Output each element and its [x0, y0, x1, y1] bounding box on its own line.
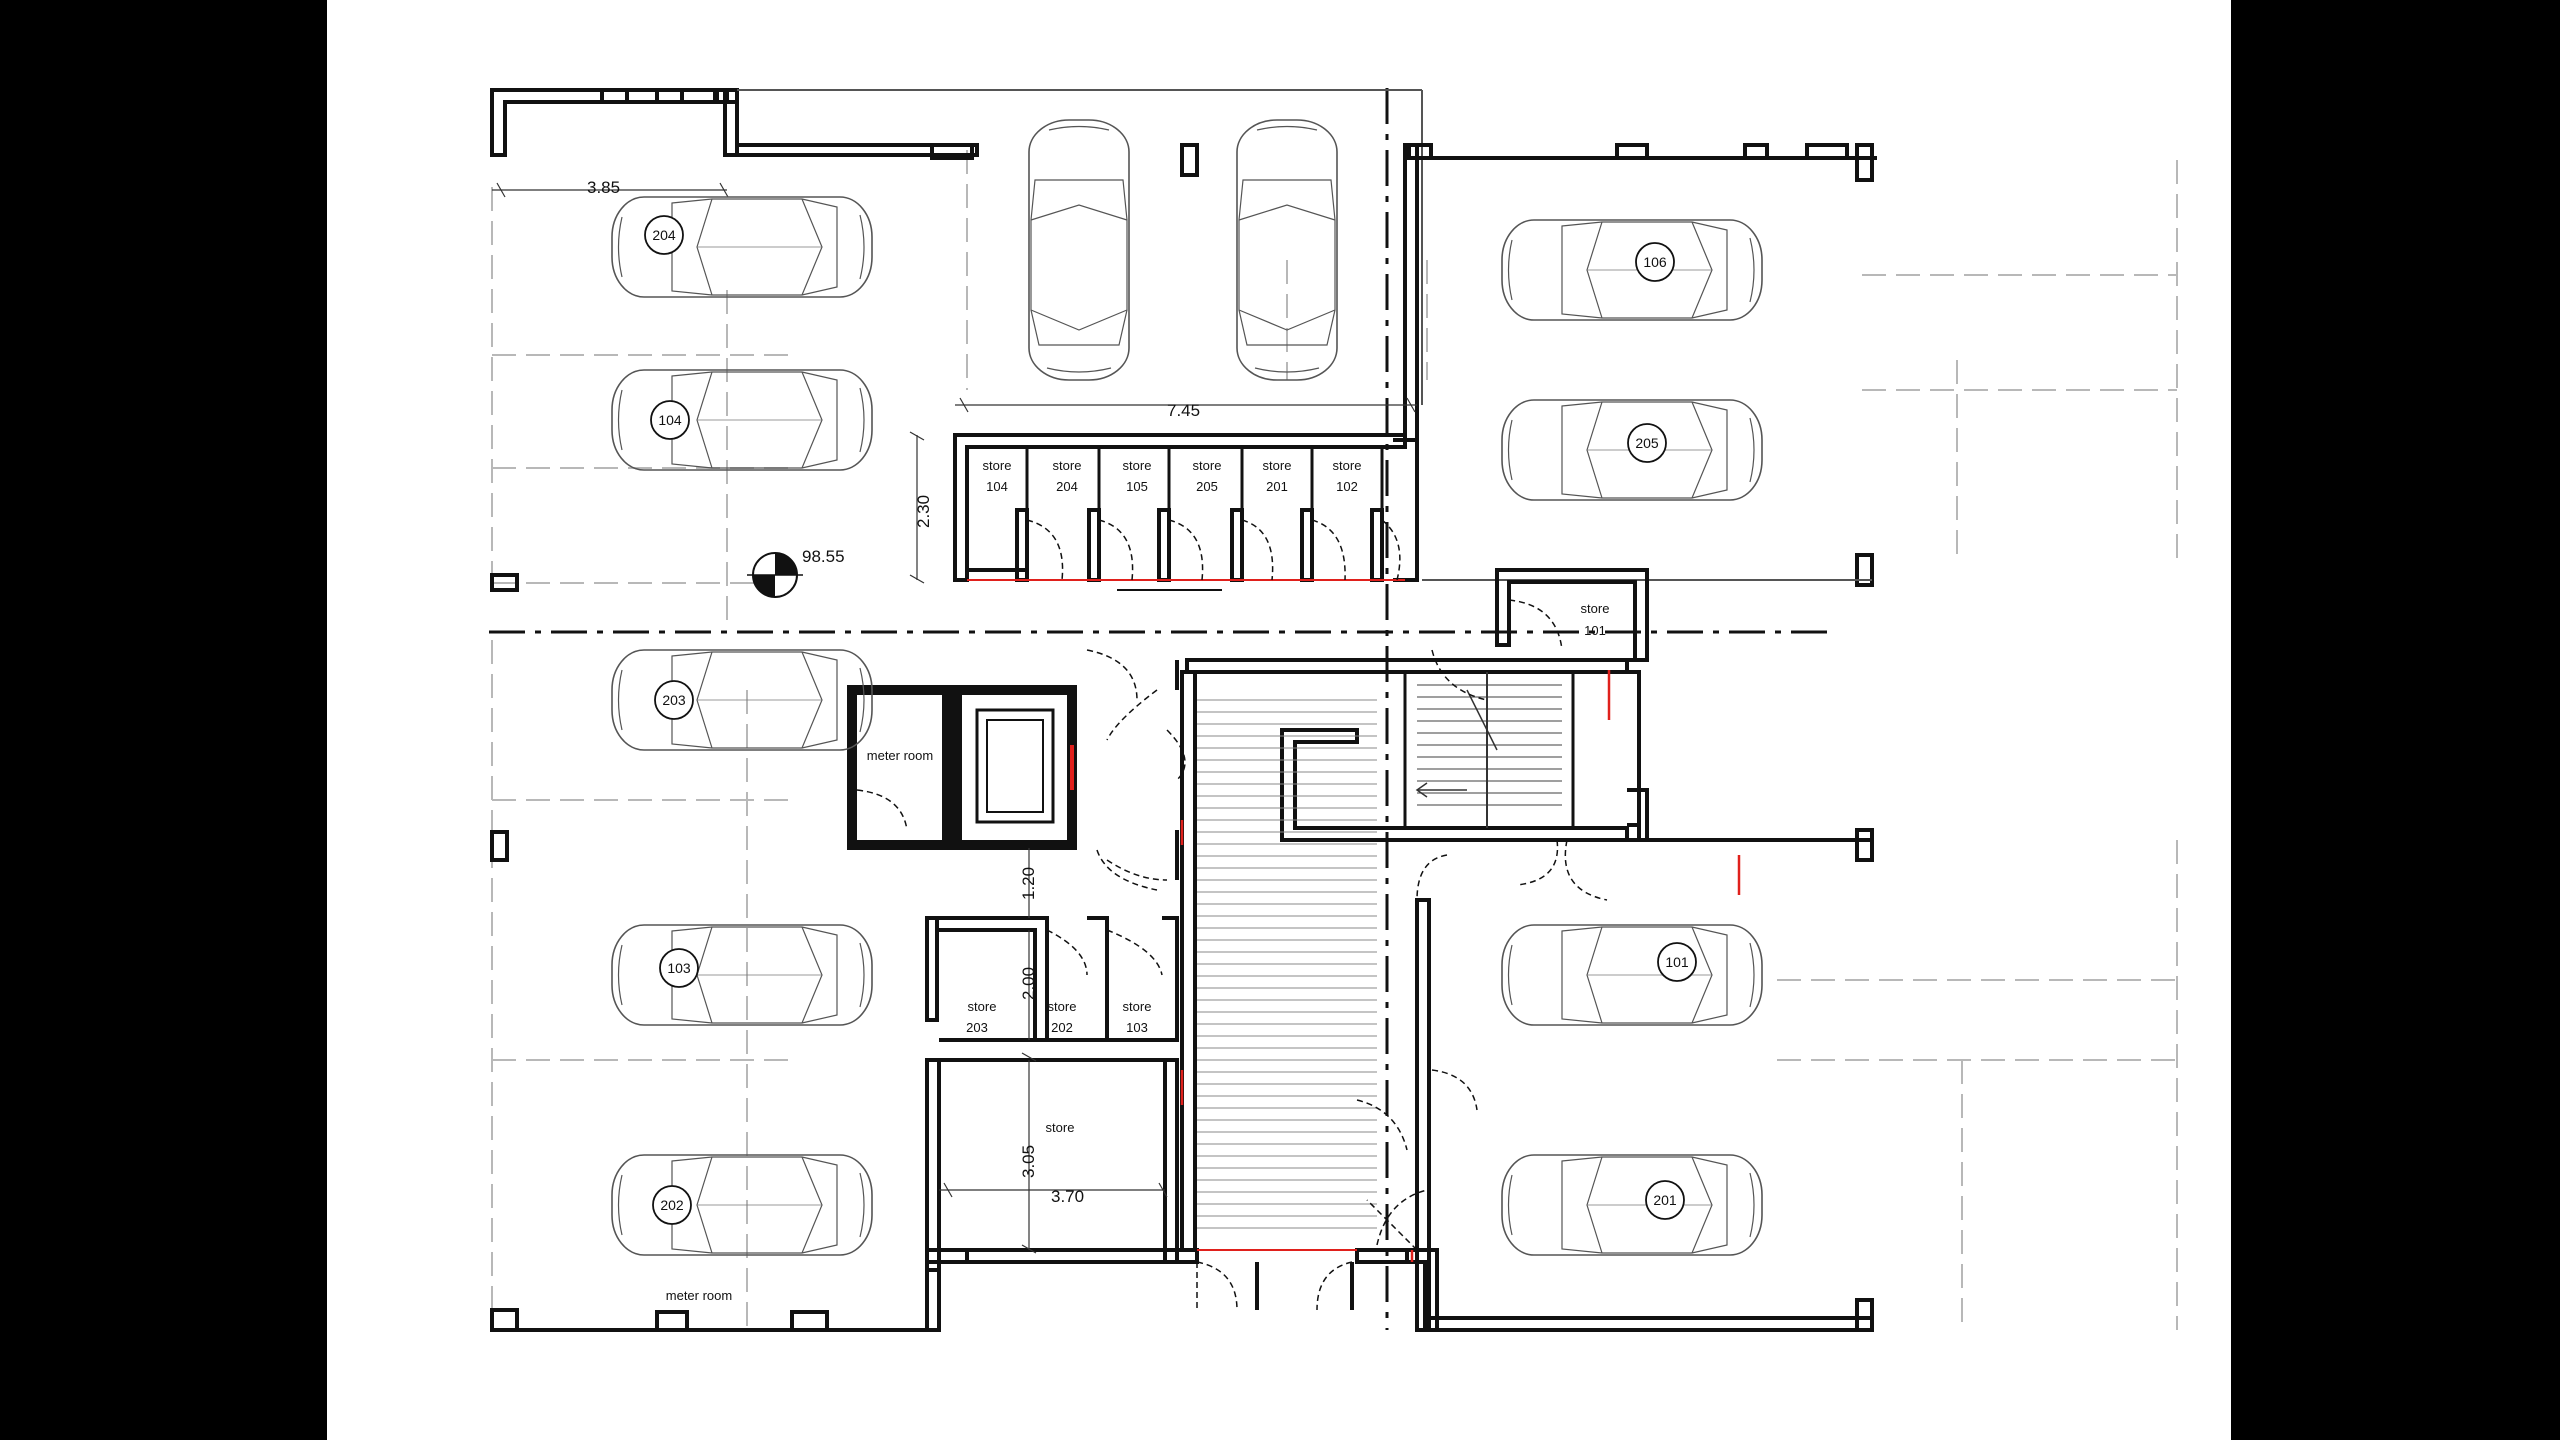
level-marker-icon [747, 552, 803, 598]
axis-lines [489, 88, 1827, 1330]
meter-room-label: meter room [867, 748, 933, 763]
drawing-sheet: 204 104 203 103 202 106 205 101 201 stor… [327, 0, 2231, 1440]
door-swings [856, 519, 1608, 1311]
dimension-200: 2.00 [1019, 967, 1038, 1000]
store-label: store [1581, 601, 1610, 616]
car-icon [611, 924, 873, 1026]
dimension-305: 3.05 [1019, 1145, 1038, 1178]
stair-arrow-icon [1415, 782, 1428, 798]
dimension-120: 1.20 [1019, 867, 1038, 900]
store-label: store [968, 999, 997, 1014]
level-value: 98.55 [802, 547, 845, 566]
dimension-370: 3.70 [1051, 1187, 1084, 1206]
parking-number-204: 204 [652, 227, 676, 243]
store-label: store [1048, 999, 1077, 1014]
dimension-lines [492, 182, 1417, 1254]
store-number: 105 [1126, 479, 1148, 494]
store-label: store [1123, 458, 1152, 473]
meter-room-label: meter room [666, 1288, 732, 1303]
store-number: 104 [986, 479, 1008, 494]
store-number: 102 [1336, 479, 1358, 494]
stair-and-ramp-lines [1415, 672, 1562, 828]
store-number: 203 [966, 1020, 988, 1035]
store-label: store [1193, 458, 1222, 473]
walls [490, 88, 1877, 1332]
car-icon [1501, 1154, 1763, 1256]
dimension-745: 7.45 [1167, 401, 1200, 420]
parking-number-104: 104 [658, 412, 682, 428]
car-icon [611, 1154, 873, 1256]
car-icon [611, 649, 873, 751]
door-accents [1180, 670, 1741, 1262]
floor-plan: 204 104 203 103 202 106 205 101 201 stor… [489, 88, 2178, 1332]
store-label: store [1053, 458, 1082, 473]
parking-number-201: 201 [1653, 1192, 1677, 1208]
car-icon [1501, 924, 1763, 1026]
store-number: 204 [1056, 479, 1078, 494]
store-label: store [1333, 458, 1362, 473]
big-store-label: store [1046, 1120, 1075, 1135]
parking-number-circles [644, 215, 1697, 1225]
parking-number-101: 101 [1665, 954, 1689, 970]
car-icon [1028, 119, 1130, 381]
store-number: 101 [1584, 623, 1606, 638]
ramp-lines [1197, 699, 1377, 1229]
store-number: 205 [1196, 479, 1218, 494]
store-number: 202 [1051, 1020, 1073, 1035]
dimension-230: 2.30 [914, 495, 933, 528]
parking-grid [491, 150, 2178, 1330]
store-label: store [1263, 458, 1292, 473]
parking-number-103: 103 [667, 960, 691, 976]
parking-number-106: 106 [1643, 254, 1667, 270]
parking-number-205: 205 [1635, 435, 1659, 451]
store-label: store [1123, 999, 1152, 1014]
parking-number-202: 202 [660, 1197, 684, 1213]
car-icon [1501, 219, 1763, 321]
store-number: 103 [1126, 1020, 1148, 1035]
store-number: 201 [1266, 479, 1288, 494]
parking-number-203: 203 [662, 692, 686, 708]
dimension-385: 3.85 [587, 178, 620, 197]
store-label: store [983, 458, 1012, 473]
